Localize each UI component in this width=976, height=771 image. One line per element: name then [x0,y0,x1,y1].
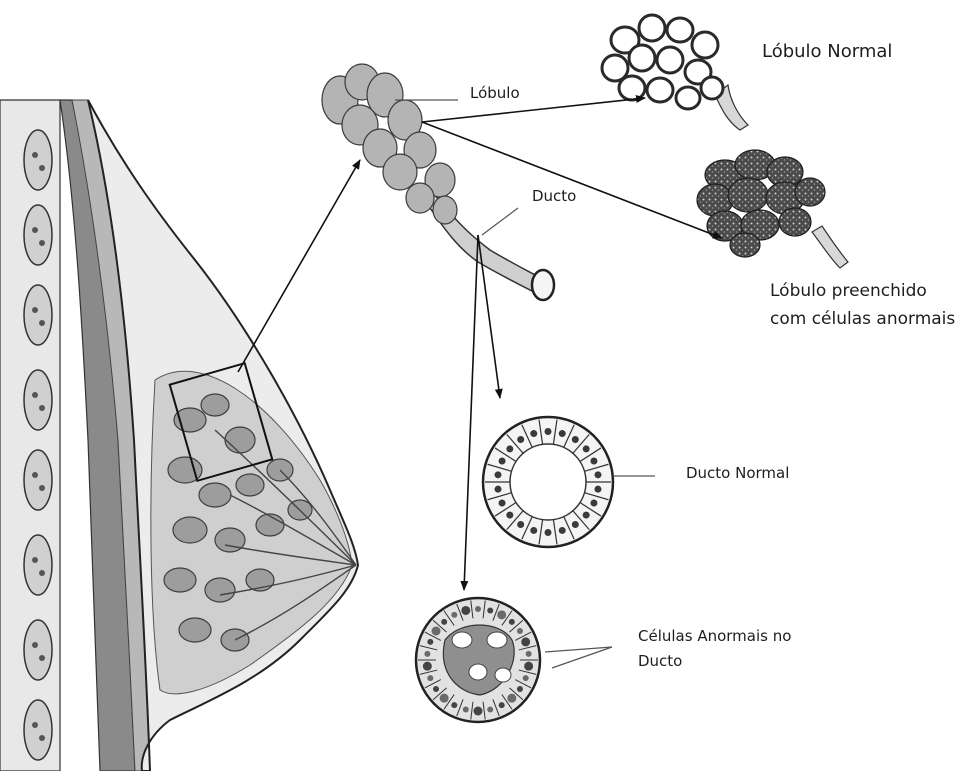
abnormal-lobule [697,150,848,268]
breast-cross-section [0,100,358,771]
abnormal-duct-cross-section [416,598,540,722]
cell-nucleus [523,675,529,681]
label-lobulo-normal: Lóbulo Normal [762,41,892,64]
label-ducto-normal: Ducto Normal [686,464,789,483]
cell-nucleus [517,628,523,634]
label-celulas-anormais-2: Ducto [638,652,682,671]
cell-nucleus [461,606,470,615]
cell-nucleus [487,607,493,613]
cell-nucleus [499,702,505,708]
cell-nucleus [517,686,523,692]
cell-nucleus [427,675,433,681]
cell-nucleus [441,619,447,625]
cell-nucleus [526,651,532,657]
cell-nucleus [594,486,601,493]
cell-nucleus [497,610,506,619]
cell-nucleus [524,662,533,671]
cell-nucleus [495,471,502,478]
cell-nucleus [517,521,524,528]
cell-nucleus [506,445,513,452]
cell-nucleus [487,707,493,713]
cell-nucleus [432,627,441,636]
cell-nucleus [451,702,457,708]
cell-nucleus [433,686,439,692]
cell-nucleus [590,458,597,465]
cell-nucleus [499,458,506,465]
cell-nucleus [517,436,524,443]
cell-nucleus [583,512,590,519]
cell-nucleus [530,527,537,534]
label-celulas-anormais-1: Células Anormais no [638,627,791,646]
cell-nucleus [530,430,537,437]
cell-nucleus [559,527,566,534]
cell-nucleus [545,428,552,435]
cell-nucleus [594,471,601,478]
cell-nucleus [572,436,579,443]
cell-nucleus [572,521,579,528]
cell-nucleus [559,430,566,437]
cell-nucleus [495,486,502,493]
cell-nucleus [509,619,515,625]
cell-nucleus [521,637,530,646]
cell-nucleus [423,662,432,671]
label-lobulo-preenchido-2: com células anormais [770,309,955,330]
cell-nucleus [427,639,433,645]
normal-lobule [602,15,748,130]
label-ducto: Ducto [532,187,576,206]
cell-nucleus [451,612,457,618]
cell-nucleus [475,606,481,612]
cell-nucleus [583,445,590,452]
normal-duct-cross-section [483,417,613,547]
cell-nucleus [506,512,513,519]
cell-nucleus [440,694,449,703]
cell-nucleus [590,499,597,506]
cell-nucleus [424,651,430,657]
label-lobulo-preenchido-1: Lóbulo preenchido [770,281,927,302]
cell-nucleus [545,529,552,536]
cell-nucleus [463,707,469,713]
cell-nucleus [474,707,483,716]
cell-nucleus [499,499,506,506]
cell-nucleus [507,694,516,703]
chest-wall [0,100,60,771]
label-lobulo: Lóbulo [470,84,520,103]
